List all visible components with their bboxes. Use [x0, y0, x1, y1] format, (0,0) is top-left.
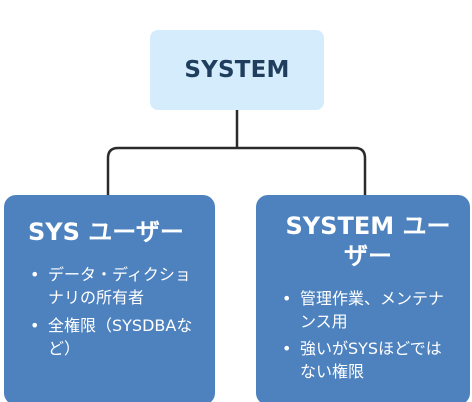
- child-node-sys-user: SYS ユーザー • データ・ディクショナリの所有者 • 全権限（SYSDBAな…: [4, 195, 215, 402]
- bullet-text: 管理作業、メンテナンス用: [300, 289, 445, 331]
- bullet-text: 全権限（SYSDBAなど）: [48, 316, 193, 358]
- child-node-title: SYSTEM ユーザー: [285, 212, 451, 270]
- bullet-dot-icon: •: [30, 316, 40, 335]
- connector-left-branch: [106, 146, 237, 196]
- bullet-item: • 管理作業、メンテナンス用: [280, 287, 456, 333]
- connector-right-branch: [237, 146, 367, 196]
- bullet-text: データ・ディクショナリの所有者: [48, 265, 191, 307]
- bullet-item: • 全権限（SYSDBAなど）: [28, 314, 201, 360]
- root-node-system: SYSTEM: [150, 30, 324, 110]
- bullet-list: • データ・ディクショナリの所有者 • 全権限（SYSDBAなど）: [28, 263, 201, 360]
- child-node-title: SYS ユーザー: [28, 218, 184, 246]
- bullet-dot-icon: •: [282, 339, 292, 358]
- root-node-label: SYSTEM: [184, 57, 290, 83]
- bullet-dot-icon: •: [30, 265, 40, 284]
- bullet-item: • データ・ディクショナリの所有者: [28, 263, 201, 309]
- bullet-list: • 管理作業、メンテナンス用 • 強いがSYSほどではない権限: [280, 287, 456, 383]
- child-node-system-user: SYSTEM ユーザー • 管理作業、メンテナンス用 • 強いがSYSほどではな…: [256, 195, 470, 402]
- bullet-text: 強いがSYSほどではない権限: [300, 339, 442, 381]
- bullet-item: • 強いがSYSほどではない権限: [280, 337, 456, 383]
- bullet-dot-icon: •: [282, 289, 292, 308]
